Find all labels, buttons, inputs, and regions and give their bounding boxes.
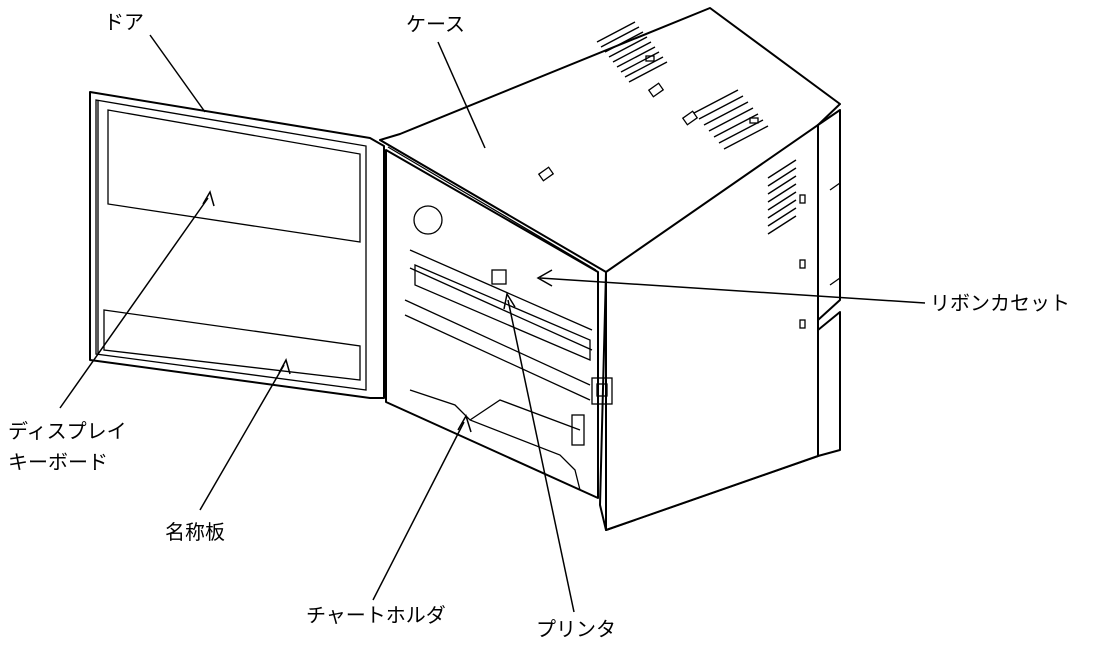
side-vent — [767, 159, 797, 235]
case-body — [379, 7, 841, 531]
label-case: ケース — [406, 12, 465, 36]
leader-lines — [59, 34, 926, 613]
open-door — [89, 91, 385, 399]
label-keyboard-line2: キーボード — [8, 450, 108, 474]
label-nameplate: 名称板 — [165, 520, 225, 544]
case-markers — [537, 55, 806, 329]
label-chart-holder: チャートホルダ — [306, 603, 446, 627]
top-vent-front — [596, 21, 668, 83]
front-interior — [385, 149, 613, 499]
label-ribbon-cassette: リボンカセット — [930, 291, 1070, 315]
label-display-line1: ディスプレイ — [8, 419, 127, 443]
label-door: ドア — [104, 10, 144, 34]
top-vent-back — [693, 89, 769, 150]
label-printer: プリンタ — [536, 617, 616, 641]
